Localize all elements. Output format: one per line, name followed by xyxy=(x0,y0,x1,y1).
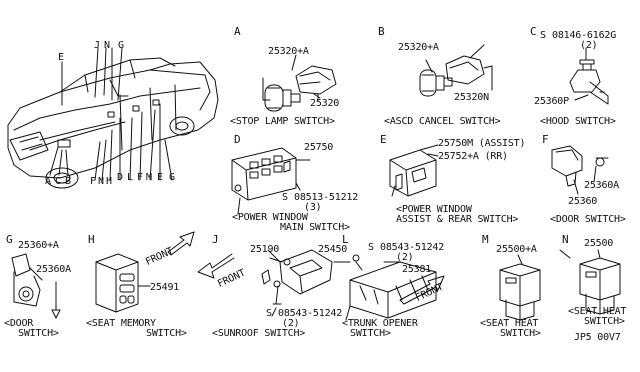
section-letter-j: J xyxy=(212,233,219,246)
seat-memory-switch-art xyxy=(95,253,151,313)
seat-heat-switch-m-art xyxy=(499,254,541,321)
car-callout-l: L xyxy=(127,172,133,183)
car-callout-e-top: E xyxy=(58,52,64,63)
section-letter-e: E xyxy=(380,133,387,146)
door-switch-f-art xyxy=(551,145,609,195)
section-letter-l: L xyxy=(342,233,349,246)
car-callout-d: D xyxy=(117,172,123,183)
part-number: 25320+A xyxy=(268,46,309,57)
power-window-main-switch-art xyxy=(231,147,311,215)
part-number: 25360+A xyxy=(18,240,59,251)
car-callout-c: C xyxy=(55,176,61,187)
screw-part-number: 08543-51242 xyxy=(278,308,343,319)
car-callout-f-left: F xyxy=(90,176,96,187)
car-callout-e-bottom: E xyxy=(157,172,163,183)
part-number: 25320+A xyxy=(398,42,439,53)
part-leader-lines xyxy=(269,44,571,263)
car-leader-lines xyxy=(49,47,173,181)
caption-ascd-cancel-switch: <ASCD CANCEL SWITCH> xyxy=(384,116,501,127)
sunroof-switch-art xyxy=(197,249,333,317)
part-number: 25381 xyxy=(402,264,432,275)
section-letter-b: B xyxy=(378,25,385,38)
caption-seat-memory-1: <SEAT MEMORY xyxy=(86,318,156,329)
section-letter-m: M xyxy=(482,233,489,246)
caption-door-switch: <DOOR SWITCH> xyxy=(550,214,626,225)
part-number: 25752+A (RR) xyxy=(438,151,508,162)
section-letter-a: A xyxy=(234,25,241,38)
door-switch-g-art xyxy=(11,253,61,319)
part-number: 25360A xyxy=(584,180,619,191)
car-callout-m: M xyxy=(146,172,152,183)
caption-power-window-main-2: MAIN SWITCH> xyxy=(280,222,350,233)
screw-symbol: S xyxy=(282,192,288,203)
caption-seat-memory-2: SWITCH> xyxy=(146,328,187,339)
power-window-assist-switch-art xyxy=(389,144,439,197)
car-callout-f-right: F xyxy=(137,172,143,183)
car-callout-g-top: G xyxy=(118,40,124,51)
drawing-code: JP5 00V7 xyxy=(574,332,621,343)
car-callout-j: J xyxy=(94,40,100,51)
car-callout-g-bottom: G xyxy=(169,172,175,183)
front-arrow-sunroof-art xyxy=(167,231,195,256)
section-letter-f: F xyxy=(542,133,549,146)
car-callout-n-bottom: N xyxy=(98,176,104,187)
caption-seat-heat-m-2: SWITCH> xyxy=(500,328,541,339)
part-number: 25320N xyxy=(454,92,489,103)
seat-heat-switch-n-art xyxy=(579,249,621,315)
caption-assist-switch-2: ASSIST & REAR SWITCH> xyxy=(396,214,519,225)
car-callout-h: H xyxy=(106,176,112,187)
hood-switch-art xyxy=(569,47,609,105)
caption-assist-switch-1: <POWER WINDOW xyxy=(396,204,472,215)
screw-quantity: (3) xyxy=(304,202,322,213)
car-callout-b: B xyxy=(65,176,71,187)
section-letter-n: N xyxy=(562,233,569,246)
screw-quantity: (2) xyxy=(396,252,414,263)
part-number: 25750M (ASSIST) xyxy=(438,138,526,149)
section-letter-h: H xyxy=(88,233,95,246)
car-callout-a: A xyxy=(45,176,51,187)
part-number: 25500 xyxy=(584,238,614,249)
caption-door-switch-g-2: SWITCH> xyxy=(18,328,59,339)
caption-seat-heat-n-1: <SEAT HEAT xyxy=(568,306,627,317)
part-number: 25360P xyxy=(534,96,569,107)
part-number: 25190 xyxy=(250,244,280,255)
bolt-symbol: S xyxy=(540,30,546,41)
car-illustration xyxy=(7,57,219,189)
caption-trunk-opener-1: <TRUNK OPENER xyxy=(342,318,418,329)
caption-hood-switch: <HOOD SWITCH> xyxy=(540,116,616,127)
caption-seat-heat-n-2: SWITCH> xyxy=(584,316,625,327)
bolt-part-number: 08146-6162G xyxy=(552,30,617,41)
section-letter-c: C xyxy=(530,25,537,38)
screw-part-number: 08543-51242 xyxy=(380,242,445,253)
caption-door-switch-g-1: <DOOR xyxy=(4,318,34,329)
caption-power-window-main-1: <POWER WINDOW xyxy=(232,212,308,223)
part-number: 25750 xyxy=(304,142,334,153)
screw-quantity: (2) xyxy=(282,318,300,329)
screw-part-number: 08513-51212 xyxy=(294,192,359,203)
part-number: 25320 xyxy=(310,98,340,109)
caption-sunroof-switch: <SUNROOF SWITCH> xyxy=(212,328,306,339)
section-letter-g: G xyxy=(6,233,13,246)
ascd-cancel-switch-art xyxy=(419,55,493,97)
part-number: 25491 xyxy=(150,282,180,293)
part-number: 25360A xyxy=(36,264,71,275)
screw-symbol: S xyxy=(266,308,272,319)
screw-symbol: S xyxy=(368,242,374,253)
stop-lamp-switch-art xyxy=(262,65,337,112)
part-number: 25450 xyxy=(318,244,348,255)
section-letter-d: D xyxy=(234,133,241,146)
caption-seat-heat-m-1: <SEAT HEAT xyxy=(480,318,539,329)
caption-trunk-opener-2: SWITCH> xyxy=(350,328,391,339)
part-number: 25360 xyxy=(568,196,598,207)
car-callout-n-top: N xyxy=(104,40,110,51)
trunk-opener-switch-art xyxy=(345,254,445,321)
part-number: 25500+A xyxy=(496,244,537,255)
caption-stop-lamp-switch: <STOP LAMP SWITCH> xyxy=(230,116,335,127)
bolt-quantity: (2) xyxy=(580,40,598,51)
